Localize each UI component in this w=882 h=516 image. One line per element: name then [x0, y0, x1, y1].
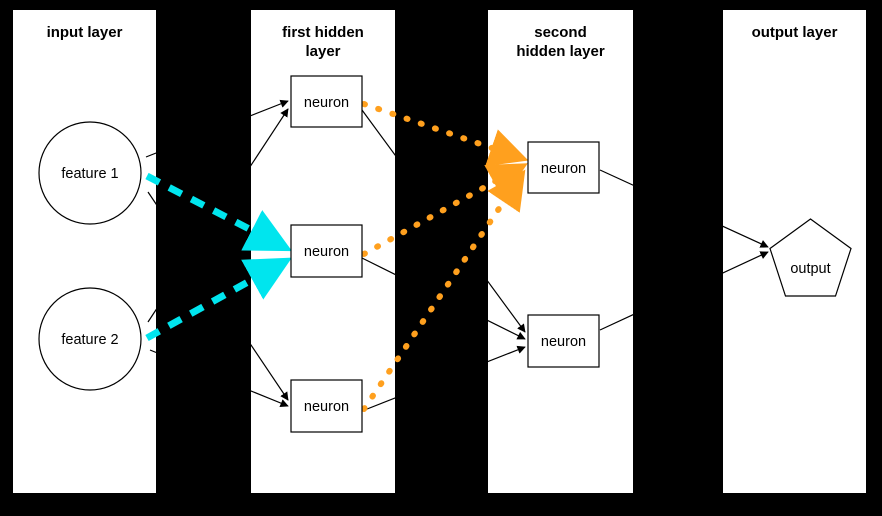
- node-h2n2[interactable]: neuron: [527, 314, 600, 368]
- h1n1-box[interactable]: [290, 75, 363, 128]
- node-h1n1[interactable]: neuron: [290, 75, 363, 128]
- h1n1-label: neuron: [304, 95, 349, 111]
- edge-h1n3-h2n2: [361, 345, 526, 412]
- edge-h1n1-h2n1-highlight: [361, 101, 529, 167]
- node-feature2[interactable]: feature 2: [38, 287, 142, 391]
- panel-titles: input layer first hidden layer second hi…: [47, 24, 838, 60]
- h1n3-label: neuron: [304, 399, 349, 415]
- h2n2-label: neuron: [541, 334, 586, 350]
- feature1-circle[interactable]: [38, 121, 142, 225]
- feature2-circle[interactable]: [38, 287, 142, 391]
- panel-input: [13, 10, 156, 493]
- edges-cyan-highlight: [145, 172, 293, 342]
- edges-hidden1-to-hidden2: [361, 109, 526, 412]
- h1n3-box[interactable]: [290, 379, 363, 433]
- edge-feature2-h1n2-highlight: [145, 257, 292, 342]
- h2n2-box[interactable]: [527, 314, 600, 368]
- node-feature1[interactable]: feature 1: [38, 121, 142, 225]
- h1n2-box[interactable]: [290, 224, 363, 278]
- edge-h1n1-h2n2: [361, 109, 526, 333]
- edges-orange-highlight: [361, 101, 529, 412]
- edge-feature1-h1n2-highlight: [145, 172, 293, 252]
- output-pentagon[interactable]: [769, 218, 852, 297]
- panel-title-hidden2-line1: second: [534, 24, 587, 41]
- panel-hidden2: [488, 10, 633, 493]
- panel-title-hidden1-line1: first hidden: [282, 24, 364, 41]
- h2n1-box[interactable]: [527, 141, 600, 194]
- edge-h1n2-h2n2: [361, 257, 526, 340]
- edge-feature2-h1n3: [149, 349, 289, 408]
- panel-backgrounds: [13, 10, 866, 493]
- panel-title-output: output layer: [752, 24, 838, 41]
- output-label: output: [790, 261, 830, 277]
- panel-title-hidden1-line2: layer: [305, 43, 340, 60]
- edges-hidden2-to-output: [599, 169, 769, 331]
- feature2-label: feature 2: [61, 332, 118, 348]
- panel-title-hidden2-line2: hidden layer: [516, 43, 605, 60]
- h1n2-label: neuron: [304, 244, 349, 260]
- panel-title-input: input layer: [47, 24, 123, 41]
- node-h1n3[interactable]: neuron: [290, 379, 363, 433]
- edge-h1n3-h2n1-highlight: [361, 169, 526, 412]
- edge-h2n2-output: [599, 251, 769, 331]
- edge-feature1-h1n1: [145, 99, 289, 158]
- feature1-label: feature 1: [61, 166, 118, 182]
- h2n1-label: neuron: [541, 161, 586, 177]
- node-h1n2[interactable]: neuron: [290, 224, 363, 278]
- node-output[interactable]: output: [769, 218, 852, 297]
- edge-h2n1-output: [599, 169, 769, 248]
- node-h2n1[interactable]: neuron: [527, 141, 600, 194]
